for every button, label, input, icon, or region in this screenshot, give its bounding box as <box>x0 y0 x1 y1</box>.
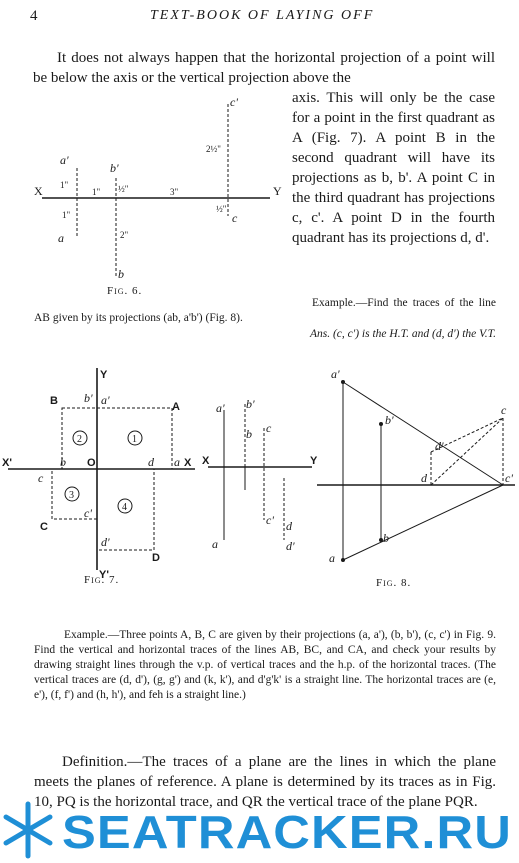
fig7-a: a <box>174 455 180 469</box>
fig7-x: X <box>184 457 192 469</box>
fig7-y-prime: Y' <box>99 569 109 581</box>
fig9-c: c <box>266 421 272 435</box>
figure-8: a' b' d' c d c' b a <box>317 367 515 565</box>
fig9-b: b <box>246 427 252 441</box>
fig9-a-prime: a' <box>216 401 225 415</box>
watermark-logo: SEATRACKER.RU <box>3 801 512 859</box>
fig8-caption: Fig. 8. <box>376 577 412 589</box>
fig9-y: Y <box>310 455 318 467</box>
fig8-a: a <box>329 551 335 565</box>
fig6-dim-1b: 1" <box>62 210 71 220</box>
figure-6: X Y a' a 1" 1" b' b 1" ½" 2" 3" c' c 2½"… <box>34 95 282 281</box>
fig8-d-prime: d' <box>435 439 444 453</box>
fig6-a: a <box>58 231 64 245</box>
fig8-a-prime: a' <box>331 367 340 381</box>
fig6-b: b <box>118 267 124 281</box>
fig9-d-prime: d' <box>286 539 295 553</box>
fig7-quadrant-3: 3 <box>69 490 74 501</box>
fig7-quadrant-1: 1 <box>132 434 137 445</box>
fig7-B: B <box>50 395 58 407</box>
fig9-x: X <box>202 455 210 467</box>
fig6-caption: Fig. 6. <box>107 285 143 297</box>
fig8-b-prime: b' <box>385 413 394 427</box>
fig6-b-prime: b' <box>110 161 119 175</box>
fig6-c: c <box>232 211 238 225</box>
fig7-A: A <box>172 401 180 413</box>
fig8-c: c <box>501 403 507 417</box>
fig8-c-prime: c' <box>505 471 513 485</box>
fig7-C: C <box>40 521 48 533</box>
fig6-dim-2: 2" <box>120 230 129 240</box>
fig7-quadrant-2: 2 <box>77 434 82 445</box>
fig7-d-prime: d' <box>101 535 110 549</box>
fig7-a-prime: a' <box>101 393 110 407</box>
figure-9: X Y a' b' b c c' d d' a <box>202 397 318 553</box>
fig7-c: c <box>38 471 44 485</box>
fig7-b-prime: b' <box>84 391 93 405</box>
fig7-quadrant-4: 4 <box>122 502 127 513</box>
fig6-dim-half: ½" <box>118 184 129 194</box>
snowflake-icon <box>3 801 53 859</box>
fig6-c-prime: c' <box>230 95 238 109</box>
watermark-text: SEATRACKER.RU <box>62 806 512 858</box>
fig7-d: d <box>148 455 155 469</box>
fig8-b: b <box>383 531 389 545</box>
fig9-b-prime: b' <box>246 397 255 411</box>
fig7-y: Y <box>100 369 108 381</box>
running-head: TEXT-BOOK OF LAYING OFF <box>150 8 375 23</box>
fig7-caption: Fig. 7. <box>84 574 120 586</box>
definition-paragraph: Definition.—The traces of a plane are th… <box>34 754 496 810</box>
fig7-D: D <box>152 552 160 564</box>
page-number: 4 <box>30 8 38 24</box>
fig8-d: d <box>421 471 428 485</box>
fig9-a: a <box>212 537 218 551</box>
fig9-d: d <box>286 519 293 533</box>
fig6-dim-half-c: ½" <box>216 204 227 214</box>
fig6-y-label: Y <box>273 184 282 198</box>
paragraph-intro-continued: axis. This will only be the case for a p… <box>292 90 495 246</box>
paragraph-intro: It does not always happen that the horiz… <box>33 50 495 86</box>
example-2: Example.—Three points A, B, C are given … <box>34 629 496 701</box>
figure-7: X' Y X Y' O B A C D b' a' b c c' d d' a … <box>2 368 195 581</box>
example-1: Example.—Find the traces of the line AB … <box>34 297 496 324</box>
fig6-dim-1c: 1" <box>92 187 101 197</box>
fig6-dim-1a: 1" <box>60 180 69 190</box>
fig9-c-prime: c' <box>266 513 274 527</box>
fig7-origin: O <box>87 457 96 469</box>
example-1-answer: Ans. (c, c') is the H.T. and (d, d') the… <box>309 328 496 340</box>
fig6-dim-3: 3" <box>170 187 179 197</box>
fig7-x-prime: X' <box>2 457 12 469</box>
fig7-b: b <box>60 455 66 469</box>
fig6-dim-2half: 2½" <box>206 144 221 154</box>
fig6-a-prime: a' <box>60 153 69 167</box>
fig6-x-label: X <box>34 184 43 198</box>
fig7-c-prime: c' <box>84 506 92 520</box>
